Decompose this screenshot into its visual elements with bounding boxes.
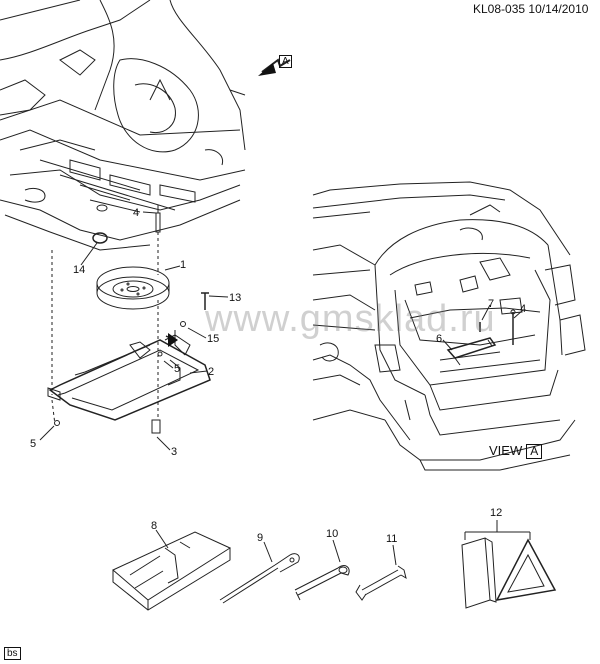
tire-carrier-drawing <box>47 334 211 421</box>
callout-4-jack-bolt: 4 <box>520 303 527 315</box>
callout-5-screw-lower: 5 <box>30 438 37 450</box>
callout-6-jack: 6 <box>436 333 443 345</box>
callout-2-tire-carrier: 2 <box>208 366 215 378</box>
view-caption-label: VIEW <box>489 443 523 458</box>
callout-7-stud: 7 <box>488 298 495 310</box>
callout-10-lug-wrench: 10 <box>326 528 339 540</box>
vehicle-rear-view-drawing <box>312 181 586 471</box>
callout-1-spare-tire: 1 <box>180 259 187 271</box>
warning-triangle-kit-drawing <box>461 520 557 609</box>
vehicle-floor-drawing <box>0 0 246 251</box>
view-arrow-letter: A <box>279 55 292 68</box>
callout-14-washer: 14 <box>73 264 86 276</box>
view-caption-letter: A <box>526 444 543 459</box>
callout-15-nut: 15 <box>207 333 220 345</box>
small-wrench-drawing <box>355 565 407 601</box>
callout-3-retainer: 3 <box>171 446 178 458</box>
spare-tire-drawing <box>96 266 170 310</box>
callout-12-warning-kit: 12 <box>490 507 503 519</box>
corner-tag: bs <box>4 647 21 660</box>
header-ref-code: KL08-035 10/14/2010 <box>473 3 588 15</box>
wheel-wrench-handle-drawing <box>219 553 300 604</box>
callout-8-tool-bag: 8 <box>151 520 158 532</box>
callout-9-handle: 9 <box>257 532 264 544</box>
ref-date: 10/14/2010 <box>528 2 589 16</box>
ref-code: KL08-035 <box>473 2 526 16</box>
callout-11-small-wrench: 11 <box>386 533 398 545</box>
watermark: www.gmsklad.ru <box>205 298 496 340</box>
lug-wrench-drawing <box>294 565 350 601</box>
callout-5-screw-upper: 5 <box>174 363 181 375</box>
callout-13-bolt: 13 <box>229 292 242 304</box>
tool-bag-drawing <box>112 531 232 611</box>
callout-4-floor-bolt: 4 <box>133 207 140 219</box>
